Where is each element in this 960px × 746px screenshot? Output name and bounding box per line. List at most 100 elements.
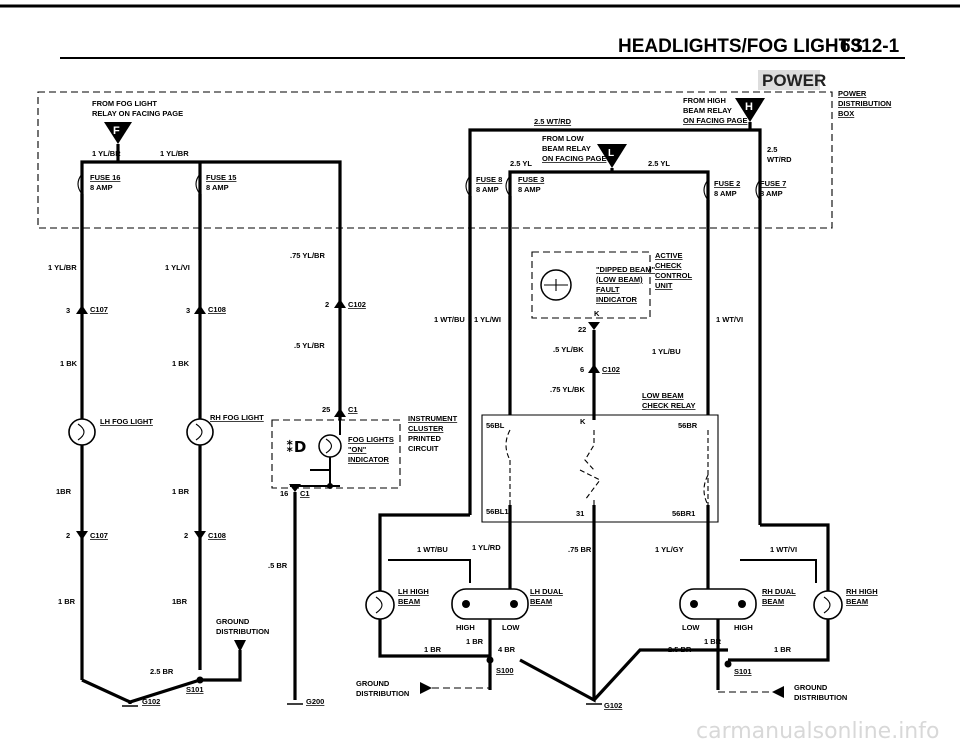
wire-label-36: 1 BR: [774, 645, 792, 654]
c108a-name: C108: [208, 305, 226, 314]
wire-label-7: WT/RD: [767, 155, 792, 164]
fuse-16-rating: 8 AMP: [90, 183, 113, 192]
c1a-pin: 25: [322, 405, 330, 414]
check-title-2: CHECK: [655, 261, 682, 270]
ground-dist-b-arrow-icon: [420, 682, 432, 694]
rh-high-label-1: RH HIGH: [846, 587, 878, 596]
c102a-pin: 2: [325, 300, 329, 309]
ground-dist-c-arrow-icon: [772, 686, 784, 698]
indicator-lamp-filament: [325, 438, 333, 454]
wire-label-32: 1 BR: [466, 637, 484, 646]
ground-dist-a-1: GROUND: [216, 617, 250, 626]
fuse-3-rating: 8 AMP: [518, 185, 541, 194]
fuse-3-icon: [505, 175, 511, 197]
fuse-2: FUSE 2 8 AMP: [703, 179, 740, 201]
fuse-16-icon: [77, 173, 83, 195]
wire-label-31: 1 BR: [424, 645, 442, 654]
power-box-label-3: BOX: [838, 109, 854, 118]
relay-internal-contacts: [505, 429, 709, 515]
source-h-line2: BEAM RELAY: [683, 106, 732, 115]
fuse-16: FUSE 16 8 AMP: [77, 173, 120, 195]
c107b-connector-icon: [76, 531, 88, 540]
lh-fog-filament: [77, 423, 85, 441]
lh-dual-terminal-2: [510, 600, 518, 608]
s101b-splice-icon: [724, 660, 732, 668]
relay-pin-56br1: 56BR1: [672, 509, 695, 518]
s101a-splice-icon: [196, 676, 204, 684]
wire-label-16: 1 YL/BU: [652, 347, 681, 356]
page-title: HEADLIGHTS/FOG LIGHTS: [618, 36, 863, 57]
s100-splice-icon: [486, 656, 494, 664]
wire-label-10: .75 YL/BR: [290, 251, 325, 260]
relay-pin-56bl1: 56BL1: [486, 507, 509, 516]
check-title-4: UNIT: [655, 281, 673, 290]
c1b-connector-icon: [289, 484, 301, 492]
wire-label-5: 2.5 YL: [648, 159, 670, 168]
power-box-label-2: DISTRIBUTION: [838, 99, 891, 108]
c108a-connector-icon: [194, 305, 206, 314]
ground-dist-b-2: DISTRIBUTION: [356, 689, 409, 698]
low-beam-check-relay-box: [481, 414, 719, 523]
indicator-label-1: FOG LIGHTS: [348, 435, 394, 444]
wire-label-17: .75 YL/BK: [550, 385, 585, 394]
fuse-2-icon: [703, 179, 709, 201]
relay-pin-56bl: 56BL: [486, 421, 505, 430]
check-control-box: [531, 251, 651, 319]
cluster-internal-wires: [290, 420, 341, 487]
g200-label: G200: [306, 697, 324, 706]
power-label-bg: [758, 70, 820, 90]
c108b-name: C108: [208, 531, 226, 540]
cluster-sub-1: PRINTED: [408, 434, 442, 443]
power-distribution-box: [37, 91, 833, 229]
fuse-15-name: FUSE 15: [206, 173, 236, 182]
wire-label-9: 1 YL/VI: [165, 263, 190, 272]
source-h-line3: ON FACING PAGE: [683, 116, 747, 125]
fuse-8-icon: [465, 175, 471, 197]
s100-label: S100: [496, 666, 514, 675]
check-pin-22: 22: [578, 325, 586, 334]
source-h-line1: FROM HIGH: [683, 96, 726, 105]
wire-label-18: 1 BK: [60, 359, 78, 368]
wire-label-34: 2.5 BR: [668, 645, 692, 654]
relay-title-1: LOW BEAM: [642, 391, 684, 400]
wire-label-20: 1BR: [56, 487, 72, 496]
fault-label-2: (LOW BEAM): [596, 275, 643, 284]
beam-high-2: HIGH: [734, 623, 753, 632]
c102b-connector-icon: [588, 364, 600, 373]
lh-dual-label-1: LH DUAL: [530, 587, 563, 596]
relay-pin-56br: 56BR: [678, 421, 698, 430]
rh-high-beam-lamp-icon: [813, 590, 843, 620]
dual-beam-feed-wires: [388, 559, 817, 583]
source-f-letter: F: [113, 125, 120, 137]
wire-label-14: 1 WT/VI: [716, 315, 743, 324]
fault-label-4: INDICATOR: [596, 295, 638, 304]
c107b-pin: 2: [66, 531, 70, 540]
beam-high-1: HIGH: [456, 623, 475, 632]
rh-high-filament: [823, 596, 831, 614]
cluster-title-2: CLUSTER: [408, 424, 444, 433]
wire-label-13: 1 YL/WI: [474, 315, 501, 324]
indicator-lamp-icon: [318, 434, 342, 458]
s101b-label: S101: [734, 667, 752, 676]
relay-output-stubs: [508, 505, 710, 522]
c107a-name: C107: [90, 305, 108, 314]
c108b-connector-icon: [194, 531, 206, 540]
indicator-label-2: "ON": [348, 445, 367, 454]
wire-label-6: 2.5: [767, 145, 777, 154]
source-l-triangle-icon: [597, 144, 627, 168]
source-h-letter: H: [745, 101, 753, 113]
fault-label-1: "DIPPED BEAM": [596, 265, 656, 274]
ground-dist-a-arrow-icon: [234, 640, 246, 652]
fault-indicator-symbol: [544, 279, 568, 291]
wire-label-23: 1BR: [172, 597, 188, 606]
rh-fog-lamp-icon: [186, 418, 214, 446]
c102a-name: C102: [348, 300, 366, 309]
wire-label-15: .5 YL/BK: [553, 345, 584, 354]
wire-label-22: 1 BR: [58, 597, 76, 606]
source-h-triangle-icon: [735, 98, 765, 122]
ground-dist-c-1: GROUND: [794, 683, 828, 692]
c108b-pin: 2: [184, 531, 188, 540]
wire-label-27: 1 YL/RD: [472, 543, 501, 552]
